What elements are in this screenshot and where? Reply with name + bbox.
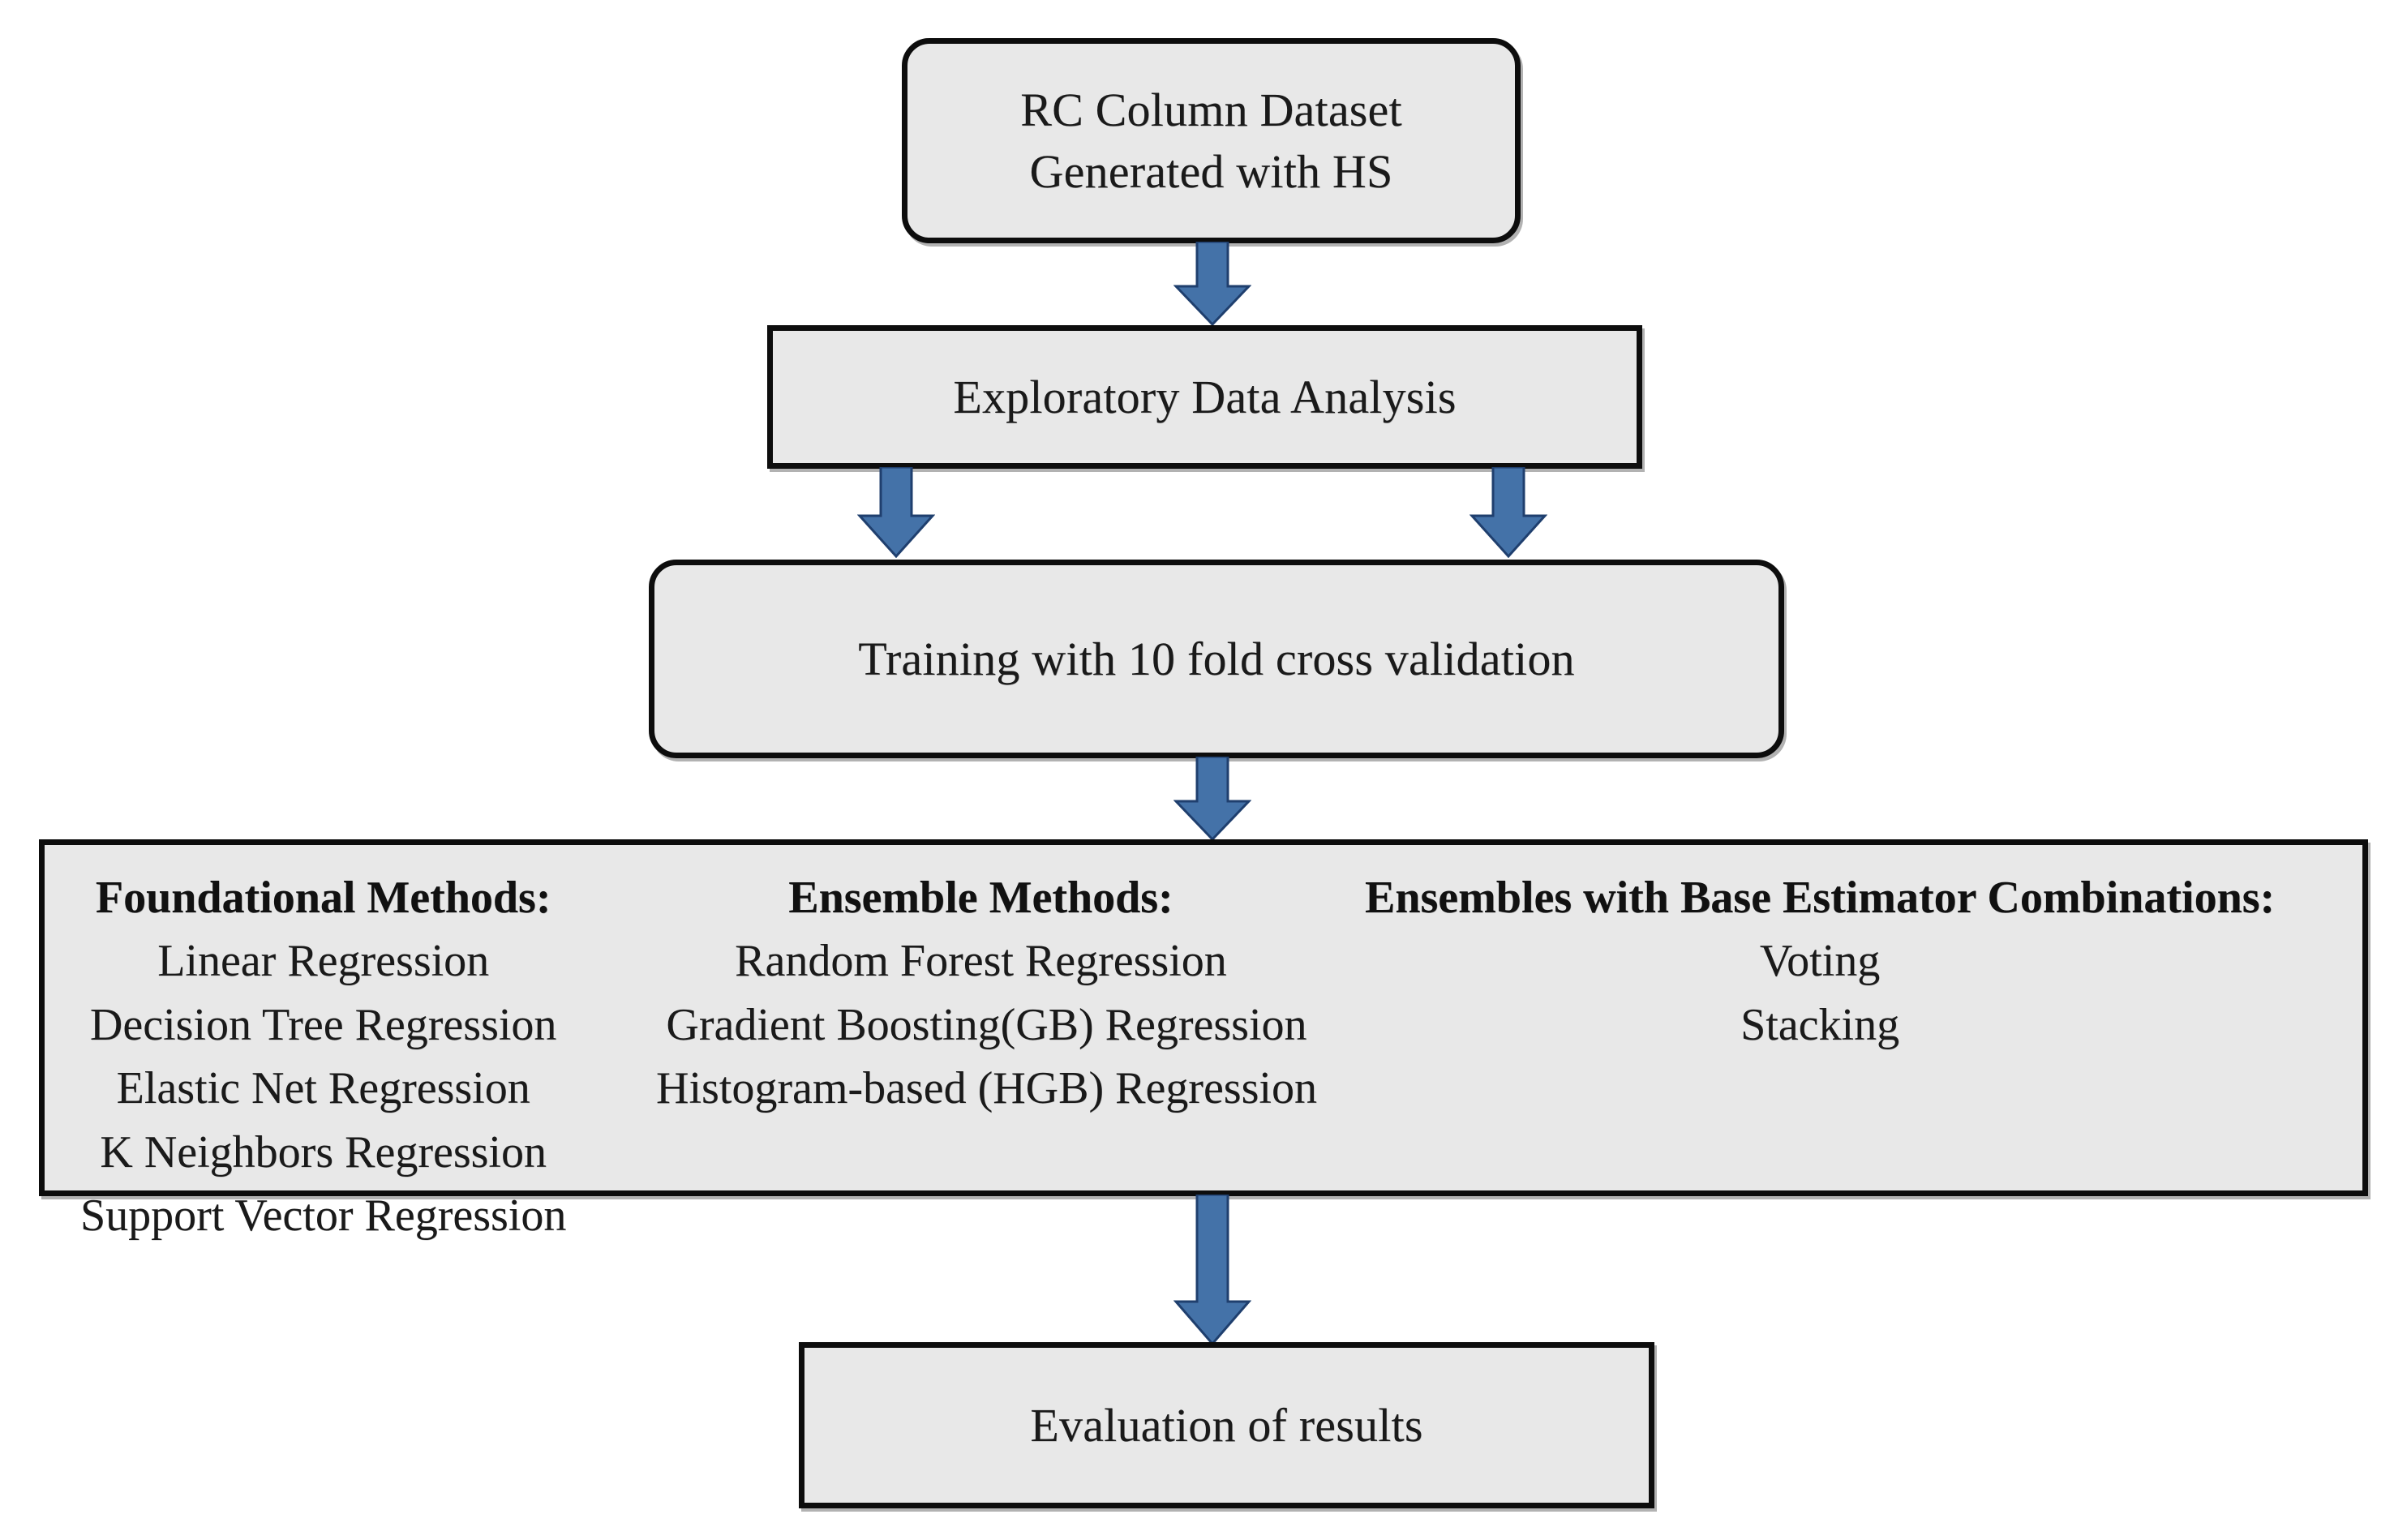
node-training-cross-validation: Training with 10 fold cross validation <box>649 560 1784 758</box>
node-exploratory-data-analysis-label: Exploratory Data Analysis <box>953 370 1457 423</box>
methods-item-elastic-net-regression: Elastic Net Regression <box>116 1063 530 1114</box>
methods-item-decision-tree-regression: Decision Tree Regression <box>89 999 557 1050</box>
methods-item-stacking: Stacking <box>1740 999 1900 1050</box>
methods-column-foundational: Foundational Methods: Linear Regression … <box>80 866 566 1247</box>
arrow-training-to-methods <box>1173 757 1251 841</box>
methods-item-random-forest-regression: Random Forest Regression <box>735 936 1227 987</box>
methods-item-linear-regression: Linear Regression <box>157 936 490 987</box>
methods-item-voting: Voting <box>1759 936 1881 987</box>
node-evaluation-of-results-label: Evaluation of results <box>1030 1398 1423 1452</box>
node-methods-panel: Foundational Methods: Linear Regression … <box>39 839 2368 1241</box>
methods-column-foundational-heading: Foundational Methods: <box>95 873 551 923</box>
methods-item-gradient-boosting-regression: Gradient Boosting(GB) Regression <box>666 999 1307 1050</box>
node-exploratory-data-analysis: Exploratory Data Analysis <box>767 325 1642 469</box>
node-rc-column-dataset-label: RC Column Dataset Generated with HS <box>1020 84 1402 198</box>
node-rc-column-dataset: RC Column Dataset Generated with HS <box>902 38 1521 243</box>
arrow-methods-to-evaluation <box>1173 1195 1251 1345</box>
methods-panel-inner: Foundational Methods: Linear Regression … <box>45 845 2362 1241</box>
node-evaluation-of-results: Evaluation of results <box>799 1342 1654 1508</box>
methods-item-histogram-based-regression: Histogram-based (HGB) Regression <box>656 1063 1317 1114</box>
arrow-eda-to-training-left <box>857 467 935 558</box>
methods-column-base-estimator: Ensembles with Base Estimator Combinatio… <box>1365 866 2275 1057</box>
node-training-cross-validation-label: Training with 10 fold cross validation <box>858 632 1575 685</box>
methods-item-k-neighbors-regression: K Neighbors Regression <box>100 1126 547 1178</box>
methods-item-support-vector-regression: Support Vector Regression <box>80 1190 567 1241</box>
methods-column-base-estimator-heading: Ensembles with Base Estimator Combinatio… <box>1365 873 2276 923</box>
arrow-eda-to-training-right <box>1470 467 1547 558</box>
arrow-dataset-to-eda <box>1173 242 1251 326</box>
methods-column-ensemble: Ensemble Methods: Random Forest Regressi… <box>645 866 1317 1121</box>
methods-column-ensemble-heading: Ensemble Methods: <box>788 873 1173 923</box>
